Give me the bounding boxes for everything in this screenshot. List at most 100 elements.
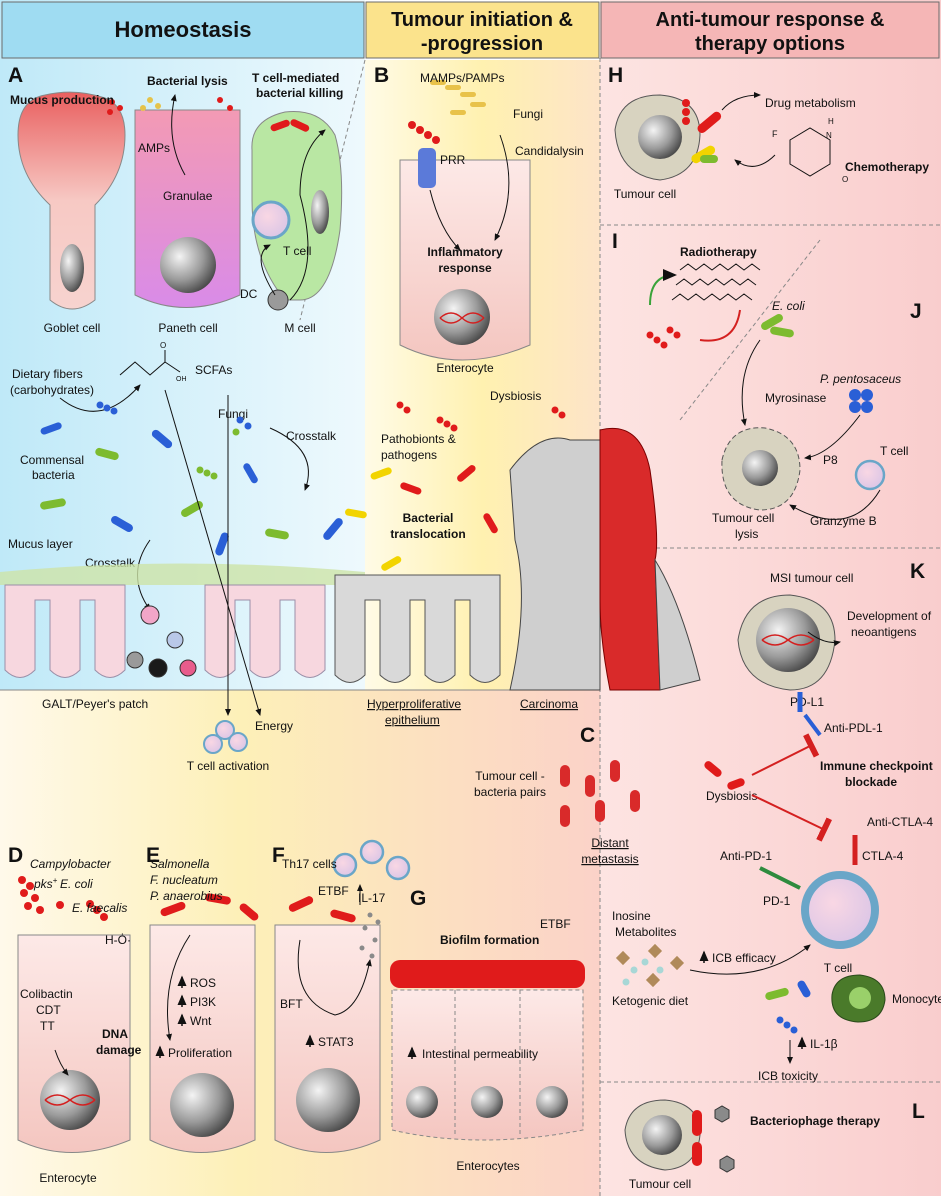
label-bacteriophage: Bacteriophage therapy — [750, 1114, 880, 1128]
label-carbohydrates: (carbohydrates) — [10, 383, 94, 397]
up-arrows-e — [155, 975, 187, 1058]
arrow-green — [649, 269, 677, 306]
panel-letter-l: L — [912, 1100, 925, 1123]
label-etbf-g: ETBF — [540, 917, 571, 931]
panel-a-bacteria — [107, 97, 310, 132]
translocating-bacteria — [345, 401, 566, 571]
label-anti-ctla4: Anti-CTLA-4 — [867, 815, 933, 829]
panel-d: Campylobacter pks+ E. coli E. faecalis H… — [17, 857, 142, 1185]
label-tt: TT — [40, 1019, 55, 1033]
label-bacterial-lysis: Bacterial lysis — [147, 74, 228, 88]
anti-header-box — [600, 1, 940, 59]
label-fu-h: H — [828, 117, 834, 126]
e-bacteria — [160, 893, 259, 921]
arrow-myrosinase — [740, 339, 761, 426]
epithelium-crypts — [4, 584, 326, 678]
j-ppentosaceus — [849, 389, 873, 413]
paneth-nucleus — [160, 237, 216, 293]
label-radiotherapy: Radiotherapy — [680, 245, 757, 259]
inhibit-dysbiosis-2 — [751, 794, 832, 842]
label-tcell-killing-l2: bacterial killing — [256, 86, 343, 100]
arrow-energy — [164, 389, 262, 716]
label-monocyte: Monocyte — [892, 992, 941, 1006]
enterocyte-b — [399, 159, 531, 361]
tumour-bacteria-pairs — [560, 760, 640, 827]
k-bacteria — [765, 980, 811, 1034]
arrow-icb-efficacy — [689, 944, 811, 975]
arrow-neoantigens — [807, 631, 841, 647]
label-amps: AMPs — [138, 141, 170, 155]
header-anti-l1: Anti-tumour response & — [656, 9, 885, 31]
label-pks: pks+ — [33, 876, 58, 891]
label-dna-l1: DNA — [102, 1027, 128, 1041]
arrow-crosstalk-top — [269, 427, 310, 491]
arrow-granzyme — [789, 489, 881, 520]
label-hyperproliferative-l2: epithelium — [385, 713, 440, 727]
label-ctla4: CTLA-4 — [862, 849, 904, 863]
label-icb-toxicity: ICB toxicity — [758, 1069, 818, 1083]
divider-i-diagonal — [679, 239, 821, 421]
label-pi3k: PI3K — [190, 995, 216, 1009]
enterocytes-g — [391, 989, 584, 1141]
label-distant-l1: Distant — [591, 836, 629, 850]
gut-immune-cells — [126, 605, 197, 678]
label-proliferation: Proliferation — [168, 1046, 232, 1060]
label-fungi-a: Fungi — [218, 407, 248, 421]
label-stat3: STAT3 — [318, 1035, 354, 1049]
label-ecoli-j: E. coli — [772, 299, 805, 313]
g-nucleus-2 — [471, 1086, 503, 1118]
arrow-drug-metab — [721, 92, 761, 111]
panel-f: Th17 cells ETBF IL-17 BFT STAT3 — [274, 839, 411, 1153]
label-galt: GALT/Peyer's patch — [42, 697, 148, 711]
label-efaecalis: E. faecalis — [72, 901, 127, 915]
header-tumour-l1: Tumour initiation & — [391, 9, 573, 31]
label-lysis-l2: lysis — [735, 527, 758, 541]
label-myrosinase: Myrosinase — [765, 391, 827, 405]
panel-letter-j: J — [910, 300, 922, 323]
label-enterocyte-d: Enterocyte — [39, 1171, 97, 1185]
anti-pd1-antibody — [759, 866, 801, 890]
panel-letter-h: H — [608, 64, 623, 87]
label-pdl1: PD-L1 — [790, 695, 824, 709]
panel-letter-i: I — [612, 230, 618, 253]
tumour-mass-grey — [509, 437, 601, 691]
arrow-mcell-2 — [260, 244, 276, 296]
label-tumour-cell-l: Tumour cell — [629, 1177, 691, 1191]
panel-letter-f: F — [272, 844, 285, 867]
label-commensal-l2: bacteria — [32, 468, 75, 482]
label-h2o2: H-Ȯ· — [105, 933, 131, 947]
goblet-nucleus — [60, 244, 84, 292]
radiation-waves — [671, 263, 761, 301]
label-cdt: CDT — [36, 1003, 61, 1017]
label-dysbiosis-mid: Dysbiosis — [490, 389, 541, 403]
label-scfas: SCFAs — [195, 363, 232, 377]
inhibit-red — [699, 309, 741, 342]
label-drug-metabolism: Drug metabolism — [765, 96, 856, 110]
d-bacteria — [18, 876, 108, 921]
label-il1b: IL-1β — [810, 1037, 838, 1051]
label-prr: PRR — [440, 153, 466, 167]
metabolite-shapes — [615, 943, 685, 988]
panel-letter-g: G — [410, 887, 426, 910]
label-tumour-cell-h: Tumour cell — [614, 187, 676, 201]
label-tcell-j: T cell — [880, 444, 908, 458]
label-neo-l1: Development of — [847, 609, 932, 623]
label-tcell-killing-l1: T cell-mediated — [252, 71, 339, 85]
anti-pdl1-antibody — [803, 713, 822, 737]
i-bacteria — [646, 326, 681, 349]
arrow-f-bft — [297, 939, 372, 1016]
label-energy: Energy — [255, 719, 293, 733]
label-pathobionts-l1: Pathobionts & — [381, 432, 456, 446]
m-cell-nucleus — [311, 190, 329, 234]
label-tcell-activation: T cell activation — [187, 759, 269, 773]
label-il17: IL-17 — [358, 891, 386, 905]
label-commensal-l1: Commensal — [20, 453, 84, 467]
g-nucleus-3 — [536, 1086, 568, 1118]
label-candidalysin: Candidalysin — [515, 144, 584, 158]
label-pairs-l1: Tumour cell - — [475, 769, 545, 783]
enterocyte-f-nucleus — [296, 1068, 360, 1132]
monocyte-nucleus — [849, 987, 871, 1009]
label-inflammatory-l2: response — [438, 261, 492, 275]
b-fungi — [430, 80, 486, 115]
panel-letter-b: B — [374, 64, 389, 87]
